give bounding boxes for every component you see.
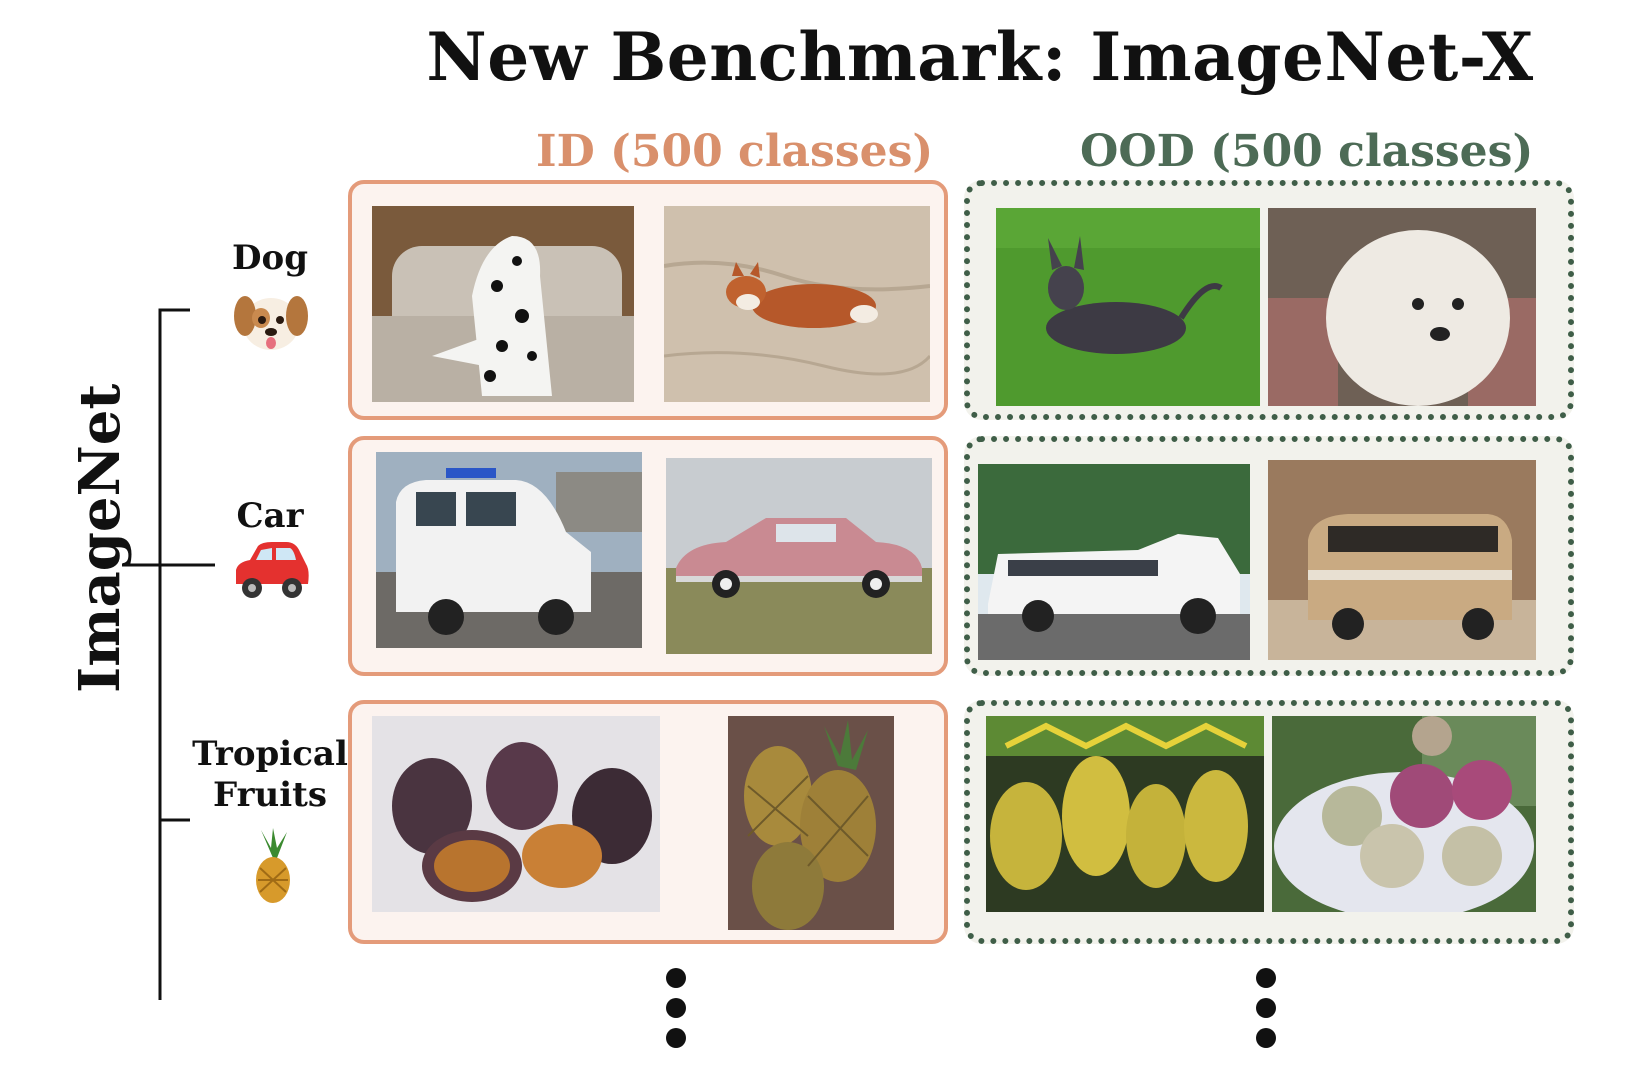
beige-vw-bus-photo [1268,460,1536,660]
category-label-tropical-fruits: Tropical Fruits [185,734,355,816]
sugar-apples-photo [1272,716,1536,912]
ood-column-heading: OOD (500 classes) [1080,126,1534,177]
figs-photo [372,716,660,912]
category-label-car: Car [236,496,304,536]
dog-face-icon [232,288,310,362]
red-car-icon [228,540,312,606]
dalmatian-photo [372,206,634,402]
id-column-heading: ID (500 classes) [536,126,934,177]
jackfruit-photo [986,716,1264,912]
white-fluffy-dog-photo [1268,208,1536,406]
white-limousine-photo [978,464,1250,660]
white-van-photo [376,452,642,648]
corgi-on-sand-photo [664,206,930,402]
hairless-dog-on-grass-photo [996,208,1260,406]
pink-vintage-car-photo [666,458,932,654]
figure-title: New Benchmark: ImageNet-X [426,18,1534,96]
category-label-line1: Tropical [192,734,348,774]
category-label-dog: Dog [232,238,308,278]
pineapples-photo [728,716,894,930]
category-bracket [122,308,215,1000]
id-continuation-dots [666,968,688,1058]
pineapple-icon [245,828,301,910]
category-label-line2: Fruits [213,774,327,815]
ood-continuation-dots [1256,968,1278,1058]
